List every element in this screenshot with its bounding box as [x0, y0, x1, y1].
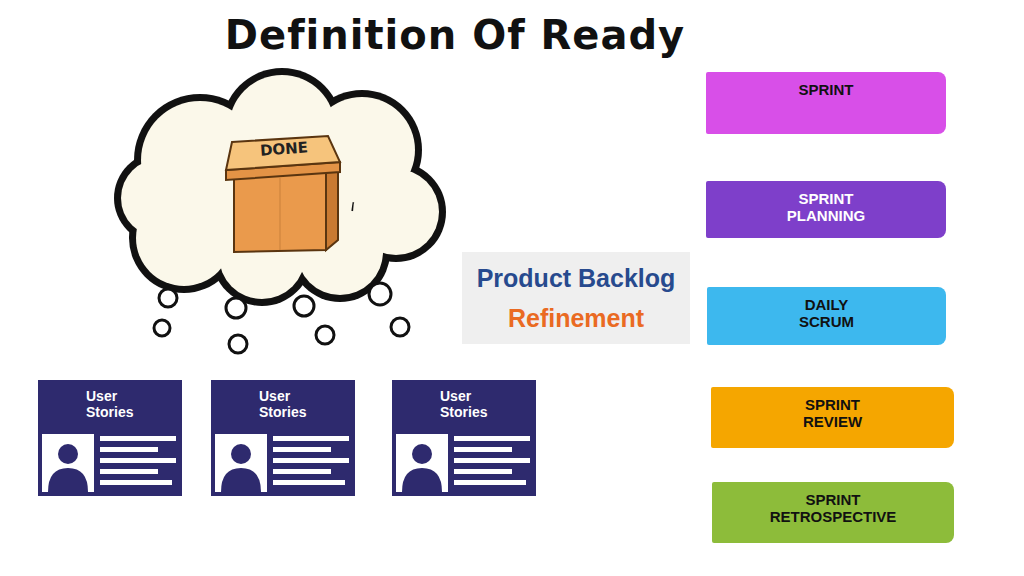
card-title: User Stories	[259, 388, 331, 420]
scrum-event-bar: SPRINT REVIEW	[711, 387, 954, 448]
thought-bubbles	[154, 283, 409, 353]
event-label: SPRINT	[751, 82, 901, 99]
user-story-card: User Stories	[392, 380, 536, 496]
user-story-card: User Stories	[211, 380, 355, 496]
scrum-event-bar: SPRINT	[706, 72, 946, 134]
scrum-event-bar: DAILY SCRUM	[707, 287, 946, 345]
user-story-card: User Stories	[38, 380, 182, 496]
card-title: User Stories	[440, 388, 512, 420]
done-box: DONE	[222, 134, 346, 254]
event-label: DAILY SCRUM	[787, 297, 867, 330]
panel-subheading: Refinement	[508, 303, 644, 333]
scrum-event-bar: SPRINT RETROSPECTIVE	[712, 482, 954, 543]
event-label: SPRINT REVIEW	[788, 397, 878, 430]
event-label: SPRINT PLANNING	[766, 191, 886, 224]
scrum-event-bar: SPRINT PLANNING	[706, 181, 946, 238]
refinement-panel: Product BacklogRefinement	[462, 252, 690, 344]
panel-heading: Product Backlog	[477, 263, 676, 293]
card-title: User Stories	[86, 388, 158, 420]
event-label: SPRINT RETROSPECTIVE	[753, 492, 913, 525]
cloud-fill	[121, 75, 439, 299]
diagram-title: Definition Of Ready	[200, 12, 710, 58]
cloud-outline	[114, 68, 446, 306]
